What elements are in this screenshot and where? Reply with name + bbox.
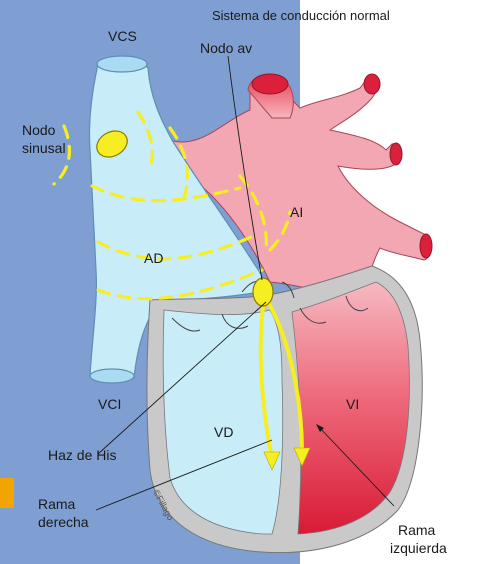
pulmonary-vein-1 (364, 74, 380, 94)
label-rama-izquierda-line2: izquierda (390, 540, 447, 556)
label-rama-derecha-line1: Rama (38, 496, 75, 512)
label-ad: AD (144, 250, 163, 266)
av-node (253, 278, 273, 306)
label-vci: VCI (98, 396, 121, 412)
corner-square (0, 478, 14, 508)
label-ai: AI (290, 204, 303, 220)
label-vi: VI (346, 396, 359, 412)
label-vcs: VCS (108, 28, 137, 44)
vci-opening (90, 369, 134, 383)
label-rama-izquierda-line1: Rama (398, 522, 435, 538)
vcs-opening (97, 56, 147, 72)
pulmonary-vein-3 (420, 234, 432, 258)
label-haz-de-his: Haz de His (48, 447, 116, 463)
label-rama-derecha-line2: derecha (38, 514, 89, 530)
label-nodo-sinusal-line1: Nodo (22, 122, 55, 138)
diagram-title: Sistema de conducción normal (212, 8, 390, 24)
pulmonary-vein-2 (390, 143, 402, 165)
label-vd: VD (214, 424, 233, 440)
label-nodo-av: Nodo av (200, 40, 252, 56)
aorta-opening (252, 74, 288, 94)
label-nodo-sinusal-line2: sinusal (22, 140, 66, 156)
